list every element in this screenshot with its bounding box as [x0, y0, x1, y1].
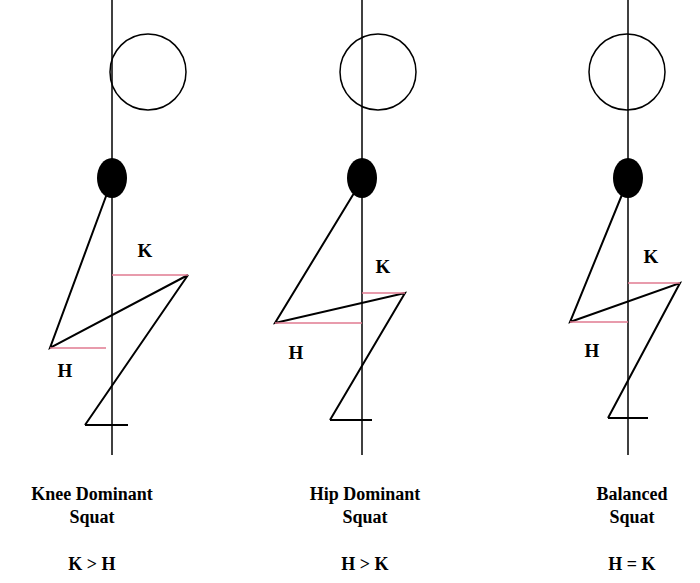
ratio-formula: H = K — [608, 553, 655, 576]
joint-letter: H — [289, 341, 304, 364]
ratio-formula: H > K — [341, 553, 388, 576]
hip-dominant-figure — [275, 0, 416, 455]
knee-dominant-figure — [50, 0, 188, 455]
joint-letter: H — [58, 359, 73, 382]
squat-caption: Balanced Squat — [577, 483, 687, 529]
joint-letter: K — [138, 239, 153, 262]
squat-caption: Hip Dominant Squat — [290, 483, 440, 529]
joint-letter: K — [644, 245, 659, 268]
joint-letter: K — [376, 255, 391, 278]
squat-caption: Knee Dominant Squat — [12, 483, 172, 529]
joint-letter: H — [585, 339, 600, 362]
balanced-figure — [570, 0, 680, 455]
ratio-formula: K > H — [68, 553, 115, 576]
